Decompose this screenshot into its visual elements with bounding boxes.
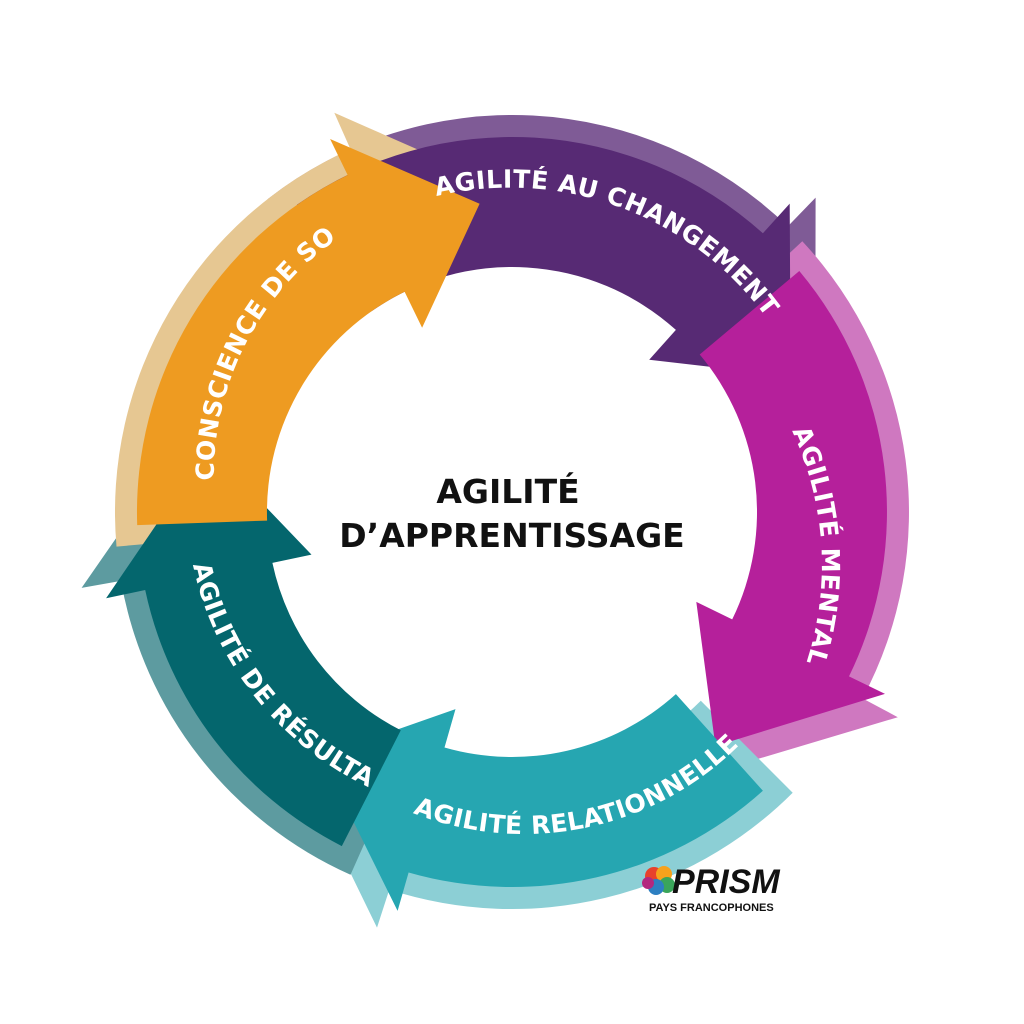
center-title-line2: D’APPRENTISSAGE [339,516,684,555]
brain-icon [642,866,675,895]
arrow-segment-resultat [106,447,401,847]
arrow-segment-mentale [696,271,887,746]
logo-word: PRISM [672,863,780,901]
prism-logo: PRISM PAYS FRANCOPHONES [642,863,780,914]
logo-subtitle: PAYS FRANCOPHONES [649,902,774,914]
arrow-segment-conscience [136,139,480,526]
arrow-segment-relationnelle [321,694,763,911]
cycle-segments [106,136,887,911]
center-title-line1: AGILITÉ [436,471,579,511]
